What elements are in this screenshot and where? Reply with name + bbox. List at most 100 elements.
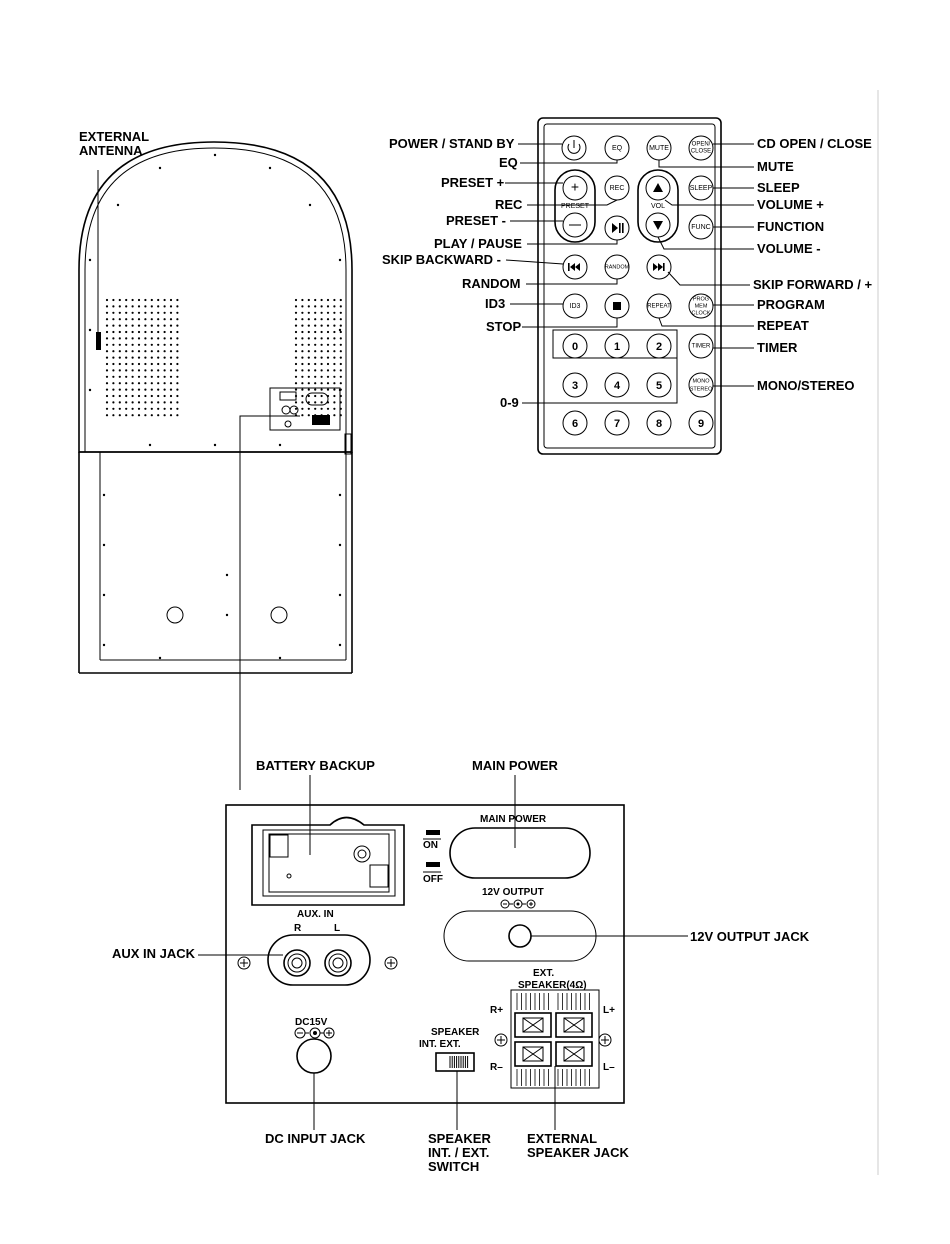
- label-battery-backup: BATTERY BACKUP: [256, 758, 375, 773]
- mute-button[interactable]: MUTE: [646, 135, 672, 161]
- svg-text:MEM: MEM: [695, 303, 708, 309]
- digit-4-button[interactable]: 4: [604, 372, 630, 398]
- label-volume-plus: VOLUME +: [757, 197, 824, 212]
- rear-panel-mini: [269, 387, 341, 431]
- label-mute: MUTE: [757, 159, 794, 174]
- label-l-plus: L+: [603, 1005, 615, 1016]
- preset-minus-button[interactable]: [562, 212, 588, 238]
- label-timer: TIMER: [757, 340, 798, 355]
- label-sleep: SLEEP: [757, 180, 800, 195]
- digit-8-button[interactable]: 8: [646, 410, 672, 436]
- svg-text:RANDOM: RANDOM: [605, 264, 630, 270]
- label-dc15v: DC15V: [295, 1017, 328, 1028]
- digit-2-button[interactable]: 2: [646, 333, 672, 359]
- digit-3-button[interactable]: 3: [562, 372, 588, 398]
- speaker-switch-label-1: SPEAKER: [431, 1027, 480, 1038]
- svg-text:+: +: [571, 179, 579, 195]
- label-on: ON: [423, 840, 438, 851]
- main-power-switch[interactable]: [449, 827, 591, 879]
- label-r-plus: R+: [490, 1005, 503, 1016]
- speaker-terminal-r-minus[interactable]: [514, 1041, 552, 1067]
- vol-down-button[interactable]: [645, 212, 671, 238]
- terminal-ribs: [516, 993, 590, 1086]
- speaker-terminal-l-plus[interactable]: [555, 1012, 593, 1038]
- ext-speaker-label-1: EXT.: [533, 968, 554, 979]
- label-cd-open-close: CD OPEN / CLOSE: [757, 136, 872, 151]
- digit-1-button[interactable]: 1: [604, 333, 630, 359]
- label-12v-output-jack: 12V OUTPUT JACK: [690, 929, 810, 944]
- svg-text:CLOSE: CLOSE: [691, 149, 711, 155]
- label-repeat: REPEAT: [757, 318, 809, 333]
- svg-text:2: 2: [656, 341, 662, 353]
- svg-text:1: 1: [614, 341, 620, 353]
- random-button[interactable]: RANDOM: [604, 254, 630, 280]
- svg-text:5: 5: [656, 380, 662, 392]
- volume-rocker[interactable]: [637, 169, 679, 243]
- polarity-dc-icon: [294, 1027, 335, 1039]
- id3-button[interactable]: ID3: [562, 293, 588, 319]
- speaker-terminal-l-minus[interactable]: [555, 1041, 593, 1067]
- label-power: POWER / STAND BY: [389, 136, 515, 151]
- stop-button[interactable]: [604, 293, 630, 319]
- svg-text:8: 8: [656, 418, 662, 430]
- svg-text:3: 3: [572, 380, 578, 392]
- ext-speaker-label-2: SPEAKER(4Ω): [518, 980, 587, 991]
- vol-up-button[interactable]: [645, 175, 671, 201]
- label-id3: ID3: [485, 296, 505, 311]
- digit-5-button[interactable]: 5: [646, 372, 672, 398]
- skip-back-button[interactable]: [562, 254, 588, 280]
- preset-plus-button[interactable]: +: [562, 175, 588, 201]
- label-random: RANDOM: [462, 276, 521, 291]
- antenna-connector: [96, 332, 101, 350]
- label-skip-back: SKIP BACKWARD -: [382, 252, 501, 267]
- label-aux-in-jack: AUX IN JACK: [112, 946, 196, 961]
- svg-text:STEREO: STEREO: [690, 386, 713, 392]
- digit-7-button[interactable]: 7: [604, 410, 630, 436]
- label-stop: STOP: [486, 319, 521, 334]
- preset-rocker[interactable]: [554, 169, 596, 243]
- output-12v-jack[interactable]: [508, 924, 532, 948]
- label-aux-in: AUX. IN: [297, 909, 334, 920]
- label-preset-plus: PRESET +: [441, 175, 505, 190]
- label-dc-input-jack: DC INPUT JACK: [265, 1131, 366, 1146]
- speaker-switch-label-2: INT. EXT.: [419, 1039, 461, 1050]
- vol-label: VOL: [651, 203, 665, 210]
- eq-button[interactable]: EQ: [604, 135, 630, 161]
- svg-text:0: 0: [572, 341, 578, 353]
- svg-text:FUNC: FUNC: [691, 224, 710, 231]
- screw-left-icon: [237, 956, 251, 970]
- aux-in-right-jack[interactable]: [283, 949, 311, 977]
- sleep-button[interactable]: SLEEP: [688, 175, 714, 201]
- rec-button[interactable]: REC: [604, 175, 630, 201]
- mono-stereo-button[interactable]: MONO STEREO: [688, 372, 714, 398]
- timer-button[interactable]: TIMER: [688, 333, 714, 359]
- speaker-terminal-r-plus[interactable]: [514, 1012, 552, 1038]
- rear-panel-detail: BATTERY BACKUP MAIN POWER ON OFF MAIN PO…: [112, 758, 810, 1174]
- func-button[interactable]: FUNC: [688, 214, 714, 240]
- open-close-button[interactable]: OPEN/CLOSE: [688, 135, 714, 161]
- digit-0-button[interactable]: 0: [562, 333, 588, 359]
- svg-text:ID3: ID3: [570, 303, 581, 310]
- dc-input-jack[interactable]: [296, 1038, 332, 1074]
- svg-text:REC: REC: [610, 185, 625, 192]
- label-rec: REC: [495, 197, 523, 212]
- digit-6-button[interactable]: 6: [562, 410, 588, 436]
- svg-text:4: 4: [614, 380, 621, 392]
- label-aux-l: L: [334, 923, 340, 934]
- power-button[interactable]: [561, 135, 587, 161]
- svg-text:MONO: MONO: [692, 378, 710, 384]
- repeat-button[interactable]: REPEAT: [646, 293, 672, 319]
- aux-in-left-jack[interactable]: [324, 949, 352, 977]
- label-preset-minus: PRESET -: [446, 213, 506, 228]
- skip-forward-button[interactable]: [646, 254, 672, 280]
- svg-text:CLOCK: CLOCK: [692, 310, 711, 316]
- left-speaker-grille: [105, 298, 179, 417]
- speaker-int-ext-switch[interactable]: [435, 1052, 475, 1072]
- svg-text:SLEEP: SLEEP: [690, 185, 713, 192]
- play-pause-button[interactable]: [604, 215, 630, 241]
- label-play-pause: PLAY / PAUSE: [434, 236, 522, 251]
- digit-9-button[interactable]: 9: [688, 410, 714, 436]
